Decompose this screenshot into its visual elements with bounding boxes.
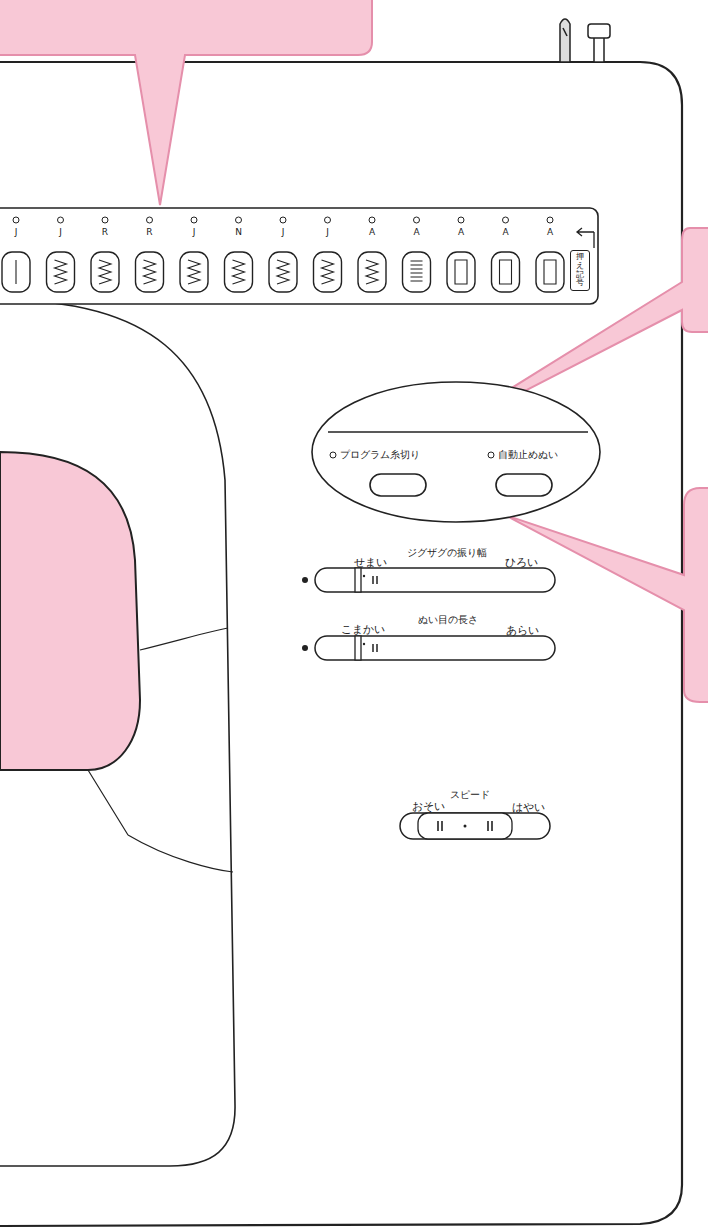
pattern-lamp [547,217,553,223]
pattern-letter: A [547,228,553,238]
stitch-icon [55,260,67,284]
pattern-letter: J [193,228,196,238]
slider-track [315,568,555,592]
stitch-icon [500,260,512,284]
pattern-lamp [102,217,108,223]
thread-pins [560,19,610,62]
pattern-button [91,252,119,292]
pattern-buttons [2,217,564,292]
thread-cut-button [370,474,426,496]
stitch-icon [322,260,334,284]
pattern-lamp [458,217,464,223]
slider-title: ぬい目の長さ [418,614,478,625]
speed-knob [418,813,512,839]
pattern-lamp [58,217,64,223]
stitch-icon [366,260,378,284]
stitch-icon [99,260,111,284]
pattern-letter: A [369,228,375,238]
divider [328,431,588,433]
slider-dot [363,643,365,645]
slider-grip [373,644,377,652]
pattern-letter: R [146,228,152,238]
slider-dot [302,577,308,583]
pattern-letter: J [59,228,62,238]
pattern-button [136,252,164,292]
pattern-button [2,252,30,292]
pattern-letter: R [102,228,108,238]
slider-knob [355,636,361,660]
pattern-panel [0,208,598,304]
pattern-button [536,252,564,292]
pattern-button [403,252,431,292]
stitch-icon [544,260,556,284]
button-oval [312,382,600,522]
pattern-lamp [191,217,197,223]
stitch-icon [277,260,289,284]
pattern-letter: J [282,228,285,238]
indicator-lamp [330,452,336,458]
pattern-button [447,252,475,292]
slider-title: ジグザグの振り幅 [407,547,487,558]
slider-knob [355,568,361,592]
pattern-button [180,252,208,292]
sliders [302,568,555,839]
pattern-button [492,252,520,292]
stitch-icon [411,261,423,281]
stitch-icon [455,260,467,284]
arm-lines [88,628,233,872]
slider-end-label: おそい [412,801,445,813]
indicator-lamp [488,452,494,458]
speed-grip [438,821,492,831]
pattern-button [314,252,342,292]
slider-dot [363,575,365,577]
presser-foot-mark: 押え記号 [570,250,590,291]
slider-end-label: せまい [354,557,387,569]
slider-end-label: あらい [506,625,539,637]
pattern-lamp [280,217,286,223]
arm-opening [0,452,140,770]
auto-lock-button [496,474,552,496]
pattern-lamp [147,217,153,223]
pattern-letter: J [326,228,329,238]
button-label: 自動止めぬい [498,449,558,460]
pattern-button [358,252,386,292]
stitch-icon [144,260,156,284]
slider-dot [464,825,467,828]
pattern-lamp [13,217,19,223]
speed-track [400,813,550,839]
mark-text: 押え記号 [576,253,584,288]
stitch-icon [233,260,245,284]
pattern-lamp [503,217,509,223]
pattern-letter: A [458,228,464,238]
pattern-button [225,252,253,292]
slider-title: スピード [450,789,490,800]
pattern-letter: N [235,228,242,238]
free-arm-outline [0,300,235,1166]
slider-end-label: はやい [512,802,545,814]
pattern-button [47,252,75,292]
pattern-lamp [414,217,420,223]
slider-grip [373,576,377,584]
stitch-icon [15,260,16,284]
pattern-lamp [236,217,242,223]
pattern-letter: J [15,228,18,238]
pattern-letter: A [502,228,508,238]
pattern-letter: A [413,228,419,238]
slider-track [315,636,555,660]
pattern-button [269,252,297,292]
slider-end-label: こまかい [341,624,385,636]
pattern-lamp [325,217,331,223]
callout-bubbles [0,0,708,702]
slider-dot [302,645,308,651]
slider-end-label: ひろい [505,557,538,569]
stitch-icon [188,260,200,284]
button-label: プログラム糸切り [340,449,420,460]
pattern-lamp [369,217,375,223]
pointer-arrow [577,228,594,248]
